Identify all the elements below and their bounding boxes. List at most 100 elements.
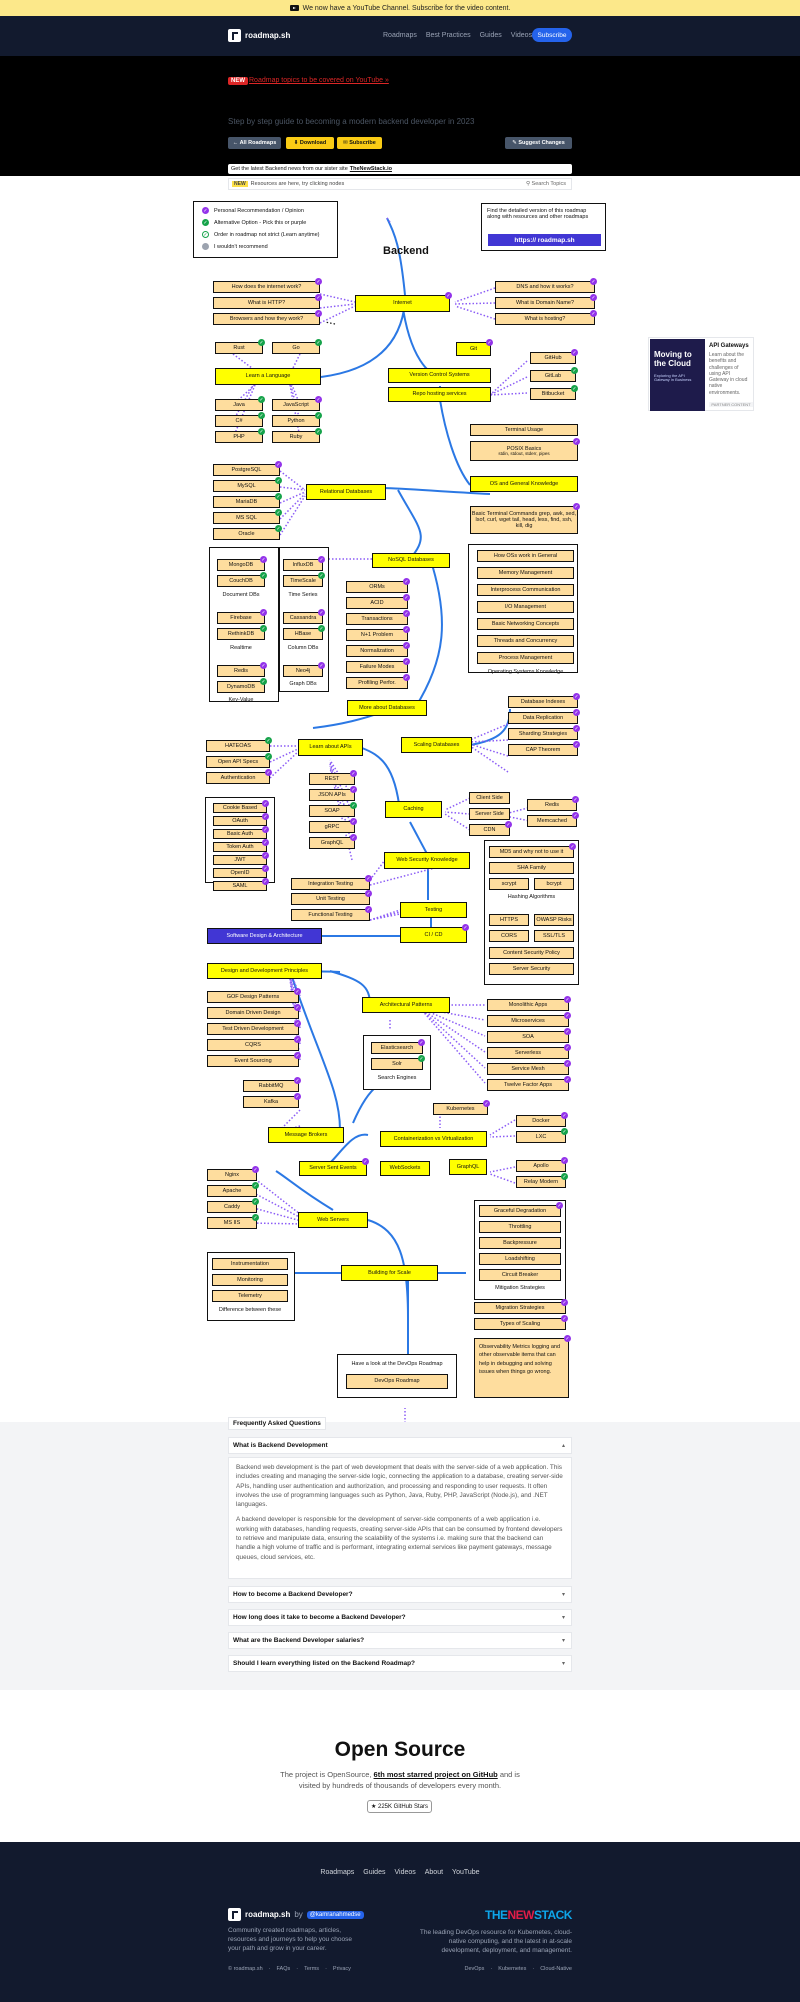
node-backpressure[interactable]: Backpressure (479, 1237, 561, 1249)
node-saml[interactable]: SAML (213, 881, 267, 891)
node-graphql-api[interactable]: GraphQL (309, 837, 355, 849)
faq-question[interactable]: Should I learn everything listed on the … (228, 1655, 572, 1672)
node-mariadb[interactable]: MariaDB (213, 496, 280, 508)
node-bcrypt[interactable]: bcrypt (534, 878, 574, 890)
node-functional[interactable]: Functional Testing (291, 909, 370, 921)
node-message-brokers[interactable]: Message Brokers (268, 1127, 344, 1143)
node-redis-cache[interactable]: Redis (527, 799, 577, 811)
node-testing[interactable]: Testing (400, 902, 467, 918)
node-hosting[interactable]: What is hosting? (495, 313, 595, 325)
thenewstack-link[interactable]: TheNewStack.io (349, 166, 392, 172)
node-nosql[interactable]: NoSQL Databases (372, 553, 450, 568)
node-hateoas[interactable]: HATEOAS (206, 740, 270, 752)
footer-link[interactable]: About (424, 1869, 444, 1876)
node-learn-apis[interactable]: Learn about APIs (298, 739, 363, 756)
node-java[interactable]: Java (215, 399, 263, 411)
node-failure-modes[interactable]: Failure Modes (346, 661, 408, 673)
node-oauth[interactable]: OAuth (213, 816, 267, 826)
nav-link-videos[interactable]: Videos (510, 32, 533, 39)
node-telemetry[interactable]: Telemetry (212, 1290, 288, 1302)
node-authentication[interactable]: Authentication (206, 772, 270, 784)
nav-link-roadmaps[interactable]: Roadmaps (383, 32, 417, 39)
node-json-apis[interactable]: JSON APIs (309, 789, 355, 801)
node-rabbitmq[interactable]: RabbitMQ (243, 1080, 299, 1092)
node-dns[interactable]: DNS and how it works? (495, 281, 595, 293)
node-integration[interactable]: Integration Testing (291, 878, 370, 890)
author-link[interactable]: @kamranahmedse (306, 1910, 364, 1919)
node-web-servers[interactable]: Web Servers (298, 1212, 368, 1228)
node-replication[interactable]: Data Replication (508, 712, 578, 724)
node-graphql[interactable]: GraphQL (449, 1159, 487, 1175)
node-git[interactable]: Git (456, 342, 491, 356)
node-arch-patterns[interactable]: Architectural Patterns (362, 997, 450, 1013)
node-n1[interactable]: N+1 Problem (346, 629, 408, 641)
node-https[interactable]: HTTPS (489, 914, 529, 926)
node-memcached[interactable]: Memcached (527, 815, 577, 827)
faqs-link[interactable]: FAQs (276, 1966, 291, 1972)
node-monitoring[interactable]: Monitoring (212, 1274, 288, 1286)
node-relay[interactable]: Relay Modern (516, 1176, 566, 1188)
node-github[interactable]: GitHub (530, 352, 576, 364)
node-cassandra[interactable]: Cassandra (283, 612, 323, 624)
node-types-scaling[interactable]: Types of Scaling (474, 1318, 566, 1330)
node-openapi[interactable]: Open API Specs (206, 756, 270, 768)
node-mongodb[interactable]: MongoDB (217, 559, 265, 571)
nav-link-guides[interactable]: Guides (479, 32, 502, 39)
node-postgres[interactable]: PostgreSQL (213, 464, 280, 476)
node-repo-hosting[interactable]: Repo hosting services (388, 387, 491, 402)
github-stars-button[interactable]: ★ 225K GitHub Stars (367, 1800, 432, 1813)
node-scrypt[interactable]: scrypt (489, 878, 529, 890)
all-roadmaps-button[interactable]: ← All Roadmaps (228, 137, 281, 149)
node-mssql[interactable]: MS SQL (213, 512, 280, 524)
footer-link[interactable]: Guides (363, 1869, 386, 1876)
node-cicd[interactable]: CI / CD (400, 927, 467, 943)
sponsor-ad[interactable]: Moving to the Cloud Exploring the API Ga… (648, 337, 754, 411)
node-learn-language[interactable]: Learn a Language (215, 368, 321, 385)
nav-link-best-practices[interactable]: Best Practices (425, 32, 471, 39)
node-twelve-factor[interactable]: Twelve Factor Apps (487, 1079, 569, 1091)
node-apollo[interactable]: Apollo (516, 1160, 566, 1172)
node-networking[interactable]: Basic Networking Concepts (477, 618, 574, 630)
footer-brand-name[interactable]: roadmap.sh (245, 1910, 291, 1919)
node-rethinkdb[interactable]: RethinkDB (217, 628, 265, 640)
node-server-side[interactable]: Server Side (469, 808, 510, 820)
node-process[interactable]: Process Management (477, 652, 574, 664)
node-timescale[interactable]: TimeScale (283, 575, 323, 587)
node-web-security[interactable]: Web Security Knowledge (384, 852, 470, 869)
node-containerization[interactable]: Containerization vs Virtualization (380, 1131, 487, 1147)
node-ssl[interactable]: SSL/TLS (534, 930, 574, 942)
node-observability[interactable]: Observability Metrics logging and other … (474, 1338, 569, 1398)
node-caching[interactable]: Caching (385, 801, 442, 818)
node-client-side[interactable]: Client Side (469, 792, 510, 804)
privacy-link[interactable]: Privacy (332, 1966, 351, 1972)
node-relational[interactable]: Relational Databases (306, 484, 386, 500)
node-how-os[interactable]: How OSs work in General (477, 550, 574, 562)
node-profiling[interactable]: Profiling Perfor. (346, 677, 408, 689)
node-md5[interactable]: MD5 and why not to use it (489, 846, 574, 858)
node-internet[interactable]: Internet (355, 295, 450, 312)
node-nginx[interactable]: Nginx (207, 1169, 257, 1181)
node-throttling[interactable]: Throttling (479, 1221, 561, 1233)
node-rest[interactable]: REST (309, 773, 355, 785)
node-acid[interactable]: ACID (346, 597, 408, 609)
subscribe-button[interactable]: Subscribe (532, 28, 572, 42)
node-service-mesh[interactable]: Service Mesh (487, 1063, 569, 1075)
node-basic-auth[interactable]: Basic Auth (213, 829, 267, 839)
node-design-principles[interactable]: Design and Development Principles (207, 963, 322, 979)
footer-link[interactable]: Videos (394, 1869, 416, 1876)
node-go[interactable]: Go (272, 342, 320, 354)
subscribe-roadmap-button[interactable]: ✉ Subscribe (337, 137, 382, 149)
footer-link[interactable]: Roadmaps (320, 1869, 355, 1876)
node-db-indexes[interactable]: Database Indexes (508, 696, 578, 708)
node-rust[interactable]: Rust (215, 342, 263, 354)
node-building-scale[interactable]: Building for Scale (341, 1265, 438, 1281)
node-python[interactable]: Python (272, 415, 320, 427)
node-instrumentation[interactable]: Instrumentation (212, 1258, 288, 1270)
node-event-sourcing[interactable]: Event Sourcing (207, 1055, 299, 1067)
node-gof[interactable]: GOF Design Patterns (207, 991, 299, 1003)
tns-link[interactable]: DevOps (464, 1966, 485, 1972)
node-graceful[interactable]: Graceful Degradation (479, 1205, 561, 1217)
node-firebase[interactable]: Firebase (217, 612, 265, 624)
node-domain[interactable]: What is Domain Name? (495, 297, 595, 309)
